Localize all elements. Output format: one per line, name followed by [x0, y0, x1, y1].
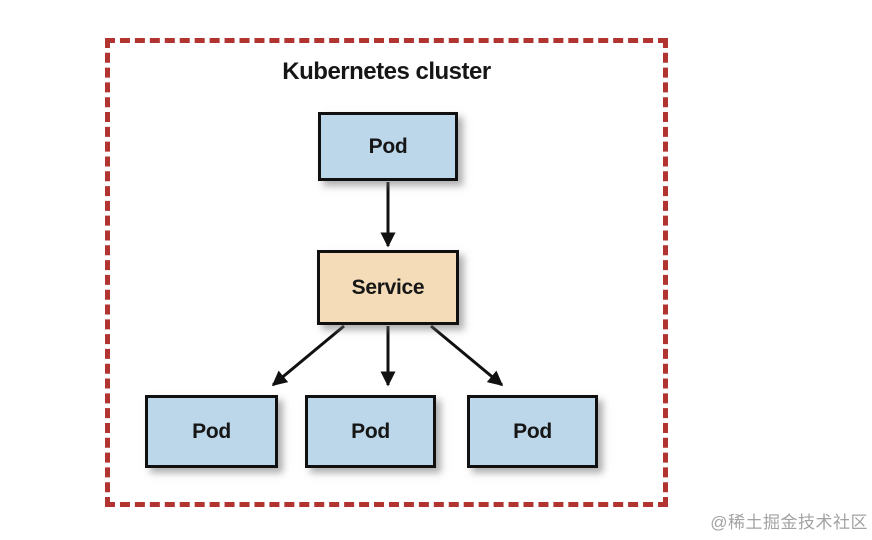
node-service: Service — [317, 250, 459, 325]
node-label: Service — [351, 275, 425, 299]
node-pod-3: Pod — [467, 395, 598, 468]
node-label: Pod — [513, 419, 552, 443]
node-label: Pod — [368, 134, 408, 158]
node-pod-top: Pod — [318, 112, 458, 181]
cluster-title: Kubernetes cluster — [282, 58, 491, 85]
kubernetes-cluster-boundary: Kubernetes cluster — [105, 38, 668, 507]
watermark: @稀土掘金技术社区 — [710, 513, 868, 532]
node-label: Pod — [192, 419, 231, 443]
node-pod-1: Pod — [145, 395, 278, 468]
node-pod-2: Pod — [305, 395, 436, 468]
node-label: Pod — [351, 419, 390, 443]
